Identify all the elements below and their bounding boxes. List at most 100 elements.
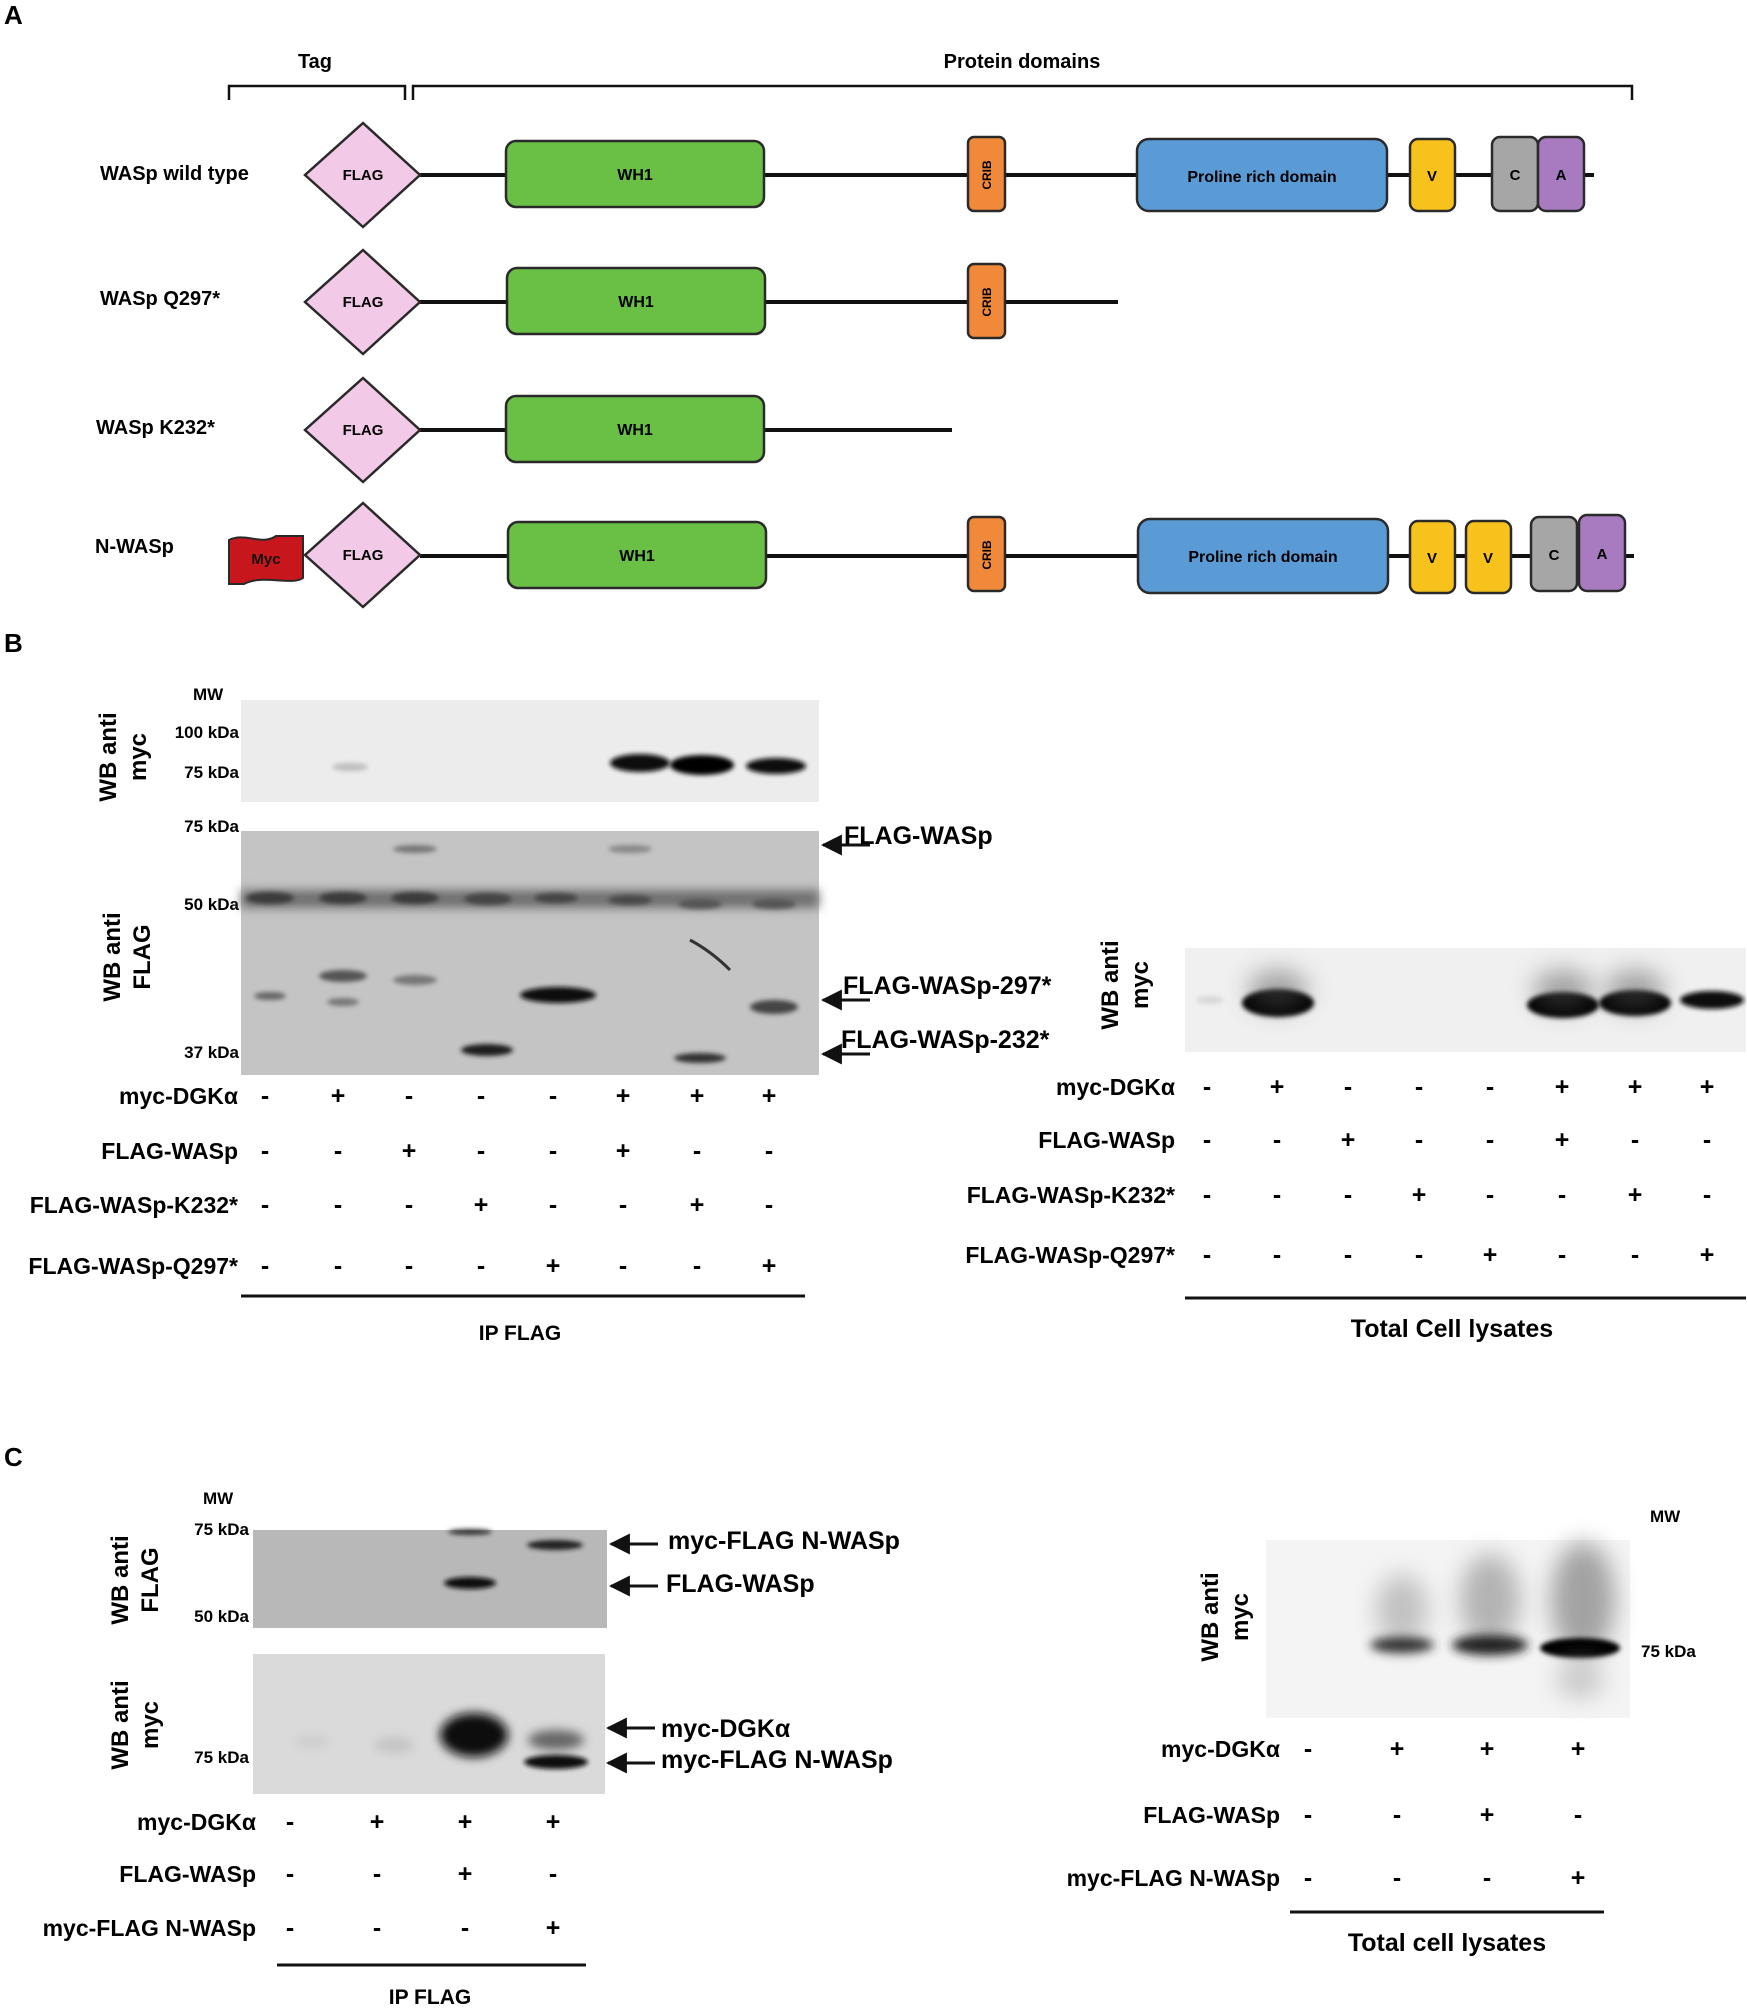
construct-wild-type: WASp wild type FLAG WH1 CRIB Proline ric… <box>100 121 1594 229</box>
band <box>444 1577 496 1589</box>
construct-name: WASp Q297* <box>100 288 220 310</box>
minus-sign: - <box>1415 1073 1423 1101</box>
plus-sign: + <box>1480 1801 1495 1829</box>
minus-sign: - <box>1486 1181 1494 1209</box>
arrow-label: FLAG-WASp <box>844 822 993 850</box>
panel-b-ip: MW 100 kDa 75 kDa WB anti myc 75 kDa 50 … <box>28 685 1051 1345</box>
band <box>1540 1638 1620 1658</box>
plus-sign: + <box>1390 1735 1405 1763</box>
minus-sign: - <box>1393 1801 1401 1829</box>
svg-text:C: C <box>1510 167 1521 184</box>
mw-50: 50 kDa <box>194 1607 249 1626</box>
minus-sign: - <box>1486 1126 1494 1154</box>
minus-sign: - <box>286 1914 294 1942</box>
minus-sign: - <box>1574 1801 1582 1829</box>
minus-sign: - <box>405 1082 413 1110</box>
band <box>670 755 734 775</box>
row-label: myc-DGKα <box>1161 1736 1280 1762</box>
treatment-grid: myc-DGKα-+---+++FLAG-WASp--+--+--FLAG-WA… <box>28 1082 776 1280</box>
bands <box>1370 1542 1620 1698</box>
blot-label-line2: myc <box>125 733 152 781</box>
row-label: myc-DGKα <box>119 1083 238 1109</box>
blot-label-line1: WB anti <box>1097 940 1124 1029</box>
plus-sign: + <box>1341 1126 1356 1154</box>
minus-sign: - <box>477 1082 485 1110</box>
plus-sign: + <box>1700 1073 1715 1101</box>
plus-sign: + <box>1628 1181 1643 1209</box>
myc-tag <box>228 535 304 585</box>
svg-text:FLAG: FLAG <box>343 422 384 439</box>
plus-sign: + <box>546 1914 561 1942</box>
v-domain <box>1408 137 1457 213</box>
minus-sign: - <box>549 1860 557 1888</box>
treatment-grid: myc-DGKα-+---+++FLAG-WASp--+--+--FLAG-WA… <box>965 1073 1714 1269</box>
plus-sign: + <box>1483 1241 1498 1269</box>
svg-text:V: V <box>1483 550 1493 567</box>
minus-sign: - <box>373 1860 381 1888</box>
arrow-label: myc-FLAG N-WASp <box>661 1746 893 1774</box>
minus-sign: - <box>1273 1181 1281 1209</box>
flag-tag <box>303 376 422 484</box>
mw-75: 75 kDa <box>194 1520 249 1539</box>
treatment-grid: myc-DGKα-+++FLAG-WASp--+-myc-FLAG N-WASp… <box>1067 1735 1586 1892</box>
svg-text:FLAG: FLAG <box>343 167 384 184</box>
wh1-domain <box>506 520 768 590</box>
svg-text:FLAG: FLAG <box>343 547 384 564</box>
blot-label-line2: myc <box>1127 961 1154 1009</box>
minus-sign: - <box>765 1191 773 1219</box>
plus-sign: + <box>402 1137 417 1165</box>
plus-sign: + <box>690 1191 705 1219</box>
svg-text:WH1: WH1 <box>618 294 654 311</box>
minus-sign: - <box>1703 1126 1711 1154</box>
plus-sign: + <box>458 1860 473 1888</box>
minus-sign: - <box>1344 1181 1352 1209</box>
minus-sign: - <box>477 1137 485 1165</box>
minus-sign: - <box>1273 1241 1281 1269</box>
panel-c-lysate: MW 75 kDa WB anti myc myc-DGKα-+++FLAG-W… <box>1067 1507 1697 1957</box>
minus-sign: - <box>1344 1241 1352 1269</box>
bands <box>294 1713 588 1769</box>
row-label: myc-FLAG N-WASp <box>43 1915 256 1941</box>
minus-sign: - <box>461 1914 469 1942</box>
svg-text:V: V <box>1427 550 1437 567</box>
band <box>746 758 806 774</box>
plus-sign: + <box>616 1137 631 1165</box>
minus-sign: - <box>549 1137 557 1165</box>
svg-text:CRIB: CRIB <box>980 160 994 190</box>
wh1-domain <box>504 139 766 209</box>
construct-q297: WASp Q297* FLAG WH1 CRIB <box>100 248 1118 356</box>
footer-label: Total cell lysates <box>1348 1929 1546 1957</box>
domains-bracket <box>411 84 1634 100</box>
minus-sign: - <box>477 1252 485 1280</box>
svg-text:Proline rich domain: Proline rich domain <box>1188 549 1337 566</box>
arrow-label: myc-FLAG N-WASp <box>668 1527 900 1555</box>
plus-sign: + <box>1555 1073 1570 1101</box>
svg-text:FLAG: FLAG <box>343 294 384 311</box>
flag-tag <box>303 121 422 229</box>
row-label: FLAG-WASp <box>119 1861 256 1887</box>
band <box>674 1053 726 1063</box>
proline-rich-domain <box>1136 517 1390 595</box>
plus-sign: + <box>1571 1864 1586 1892</box>
plus-sign: + <box>474 1191 489 1219</box>
minus-sign: - <box>334 1191 342 1219</box>
band <box>520 987 596 1003</box>
blot-label-line1: WB anti <box>1197 1572 1224 1661</box>
blot-wb-myc-ip <box>253 1654 605 1794</box>
bands <box>1196 970 1744 1018</box>
minus-sign: - <box>1304 1735 1312 1763</box>
minus-sign: - <box>619 1252 627 1280</box>
blot-label-line2: myc <box>1227 1593 1254 1641</box>
plus-sign: + <box>1270 1073 1285 1101</box>
crib-domain <box>966 515 1007 593</box>
svg-text:Myc: Myc <box>251 551 280 568</box>
row-label: FLAG-WASp <box>1038 1127 1175 1153</box>
band <box>1680 991 1744 1009</box>
minus-sign: - <box>1415 1241 1423 1269</box>
row-label: myc-DGKα <box>1056 1074 1175 1100</box>
mw-100: 100 kDa <box>175 723 240 742</box>
minus-sign: - <box>373 1914 381 1942</box>
minus-sign: - <box>1203 1241 1211 1269</box>
plus-sign: + <box>690 1082 705 1110</box>
mw-75: 75 kDa <box>194 1748 249 1767</box>
